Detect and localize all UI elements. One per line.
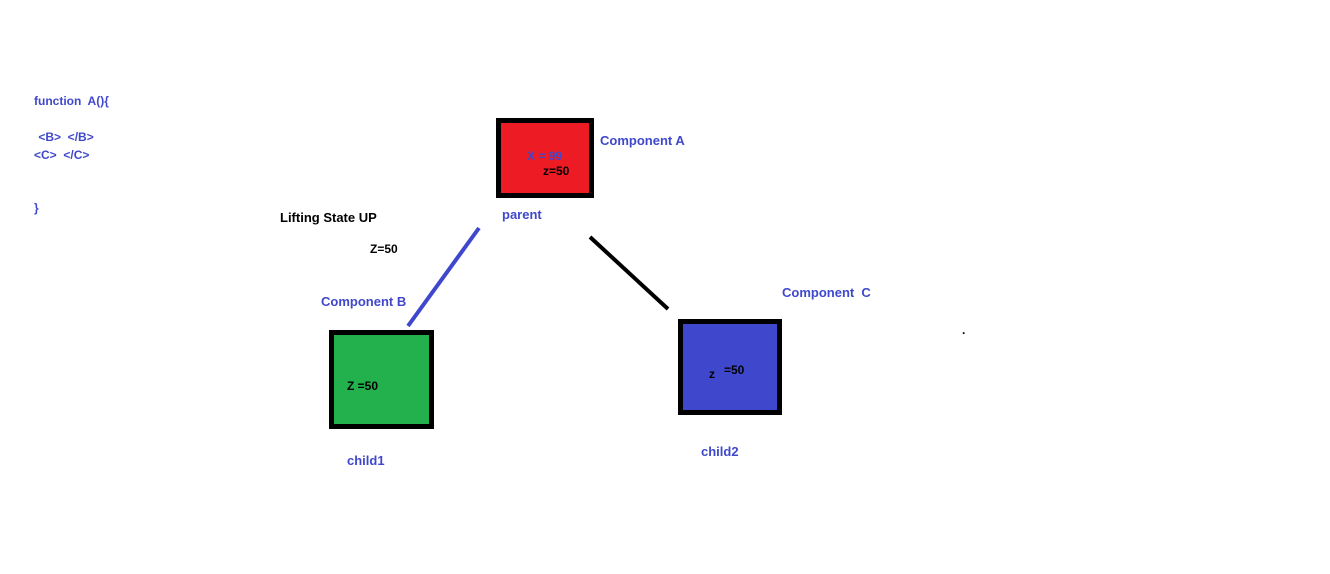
lifted-state-value: Z=50 [370, 242, 398, 256]
component-c-caption: child2 [701, 444, 739, 459]
component-c-z-value: =50 [724, 363, 745, 377]
code-line-c-tag: <C> </C> [34, 148, 90, 162]
component-a-caption: parent [502, 207, 542, 222]
edge-parent-child1 [406, 226, 481, 328]
component-a-box: X = 99 z=50 [496, 118, 594, 198]
component-c-z-letter: z [709, 367, 715, 381]
component-b-label: Component B [321, 294, 407, 309]
component-c-label: Component C [782, 285, 871, 300]
code-line-close-brace: } [34, 201, 39, 215]
code-line-b-tag: <B> </B> [35, 130, 94, 144]
component-a-label: Component A [600, 133, 685, 148]
component-a-x-value: X = 99 [527, 149, 563, 163]
component-c-box: z =50 [678, 319, 782, 415]
diagram-title: Lifting State UP [280, 210, 377, 225]
component-a-z-value: z=50 [543, 164, 570, 178]
stray-mark: . [962, 323, 966, 337]
code-line-function: function A(){ [34, 94, 109, 108]
component-b-z-value: Z =50 [347, 379, 379, 393]
component-b-box: Z =50 [329, 330, 434, 429]
edge-parent-child2 [588, 235, 670, 311]
component-b-caption: child1 [347, 453, 385, 468]
